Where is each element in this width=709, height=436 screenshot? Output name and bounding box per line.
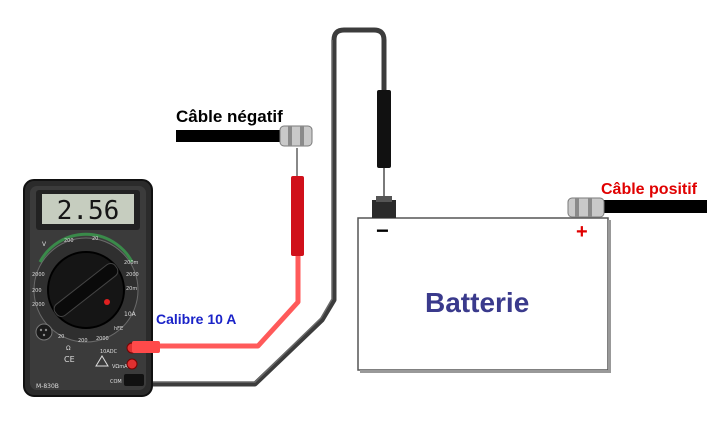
port-label-10adc: 10ADC [100,349,118,355]
negative-cable-clamp-band [288,126,292,146]
lcd-reading: 2.56 [57,196,120,226]
scale-mark-20: 20 [92,236,98,242]
negative-terminal-top [376,196,392,202]
negative-probe-body [377,90,391,168]
scale-mark-v: V [42,241,47,248]
scale-mark-2000-left: 2000 [32,302,45,308]
positive-cable-label: Câble positif [601,181,698,198]
scale-mark-2000: 2000 [32,272,45,278]
positive-probe-body [291,176,304,256]
negative-cable-clamp [279,125,313,147]
red-test-lead [160,256,301,349]
battery-body-shadow [608,220,611,372]
com-test-lead-highlight [150,40,333,383]
model-label: M-830B [36,383,59,390]
scale-mark-ohm: Ω [66,345,71,352]
ce-mark-icon: CE [64,355,75,364]
scale-mark-200-bottom: 200 [78,338,88,344]
scale-mark-20m: 20m [126,286,137,292]
green-scale-band [38,232,134,263]
battery-minus-sign: − [376,218,389,243]
hfe-pin [39,328,43,332]
warning-icon [95,355,109,367]
scale-mark-10a: 10A [124,311,137,318]
selector-indicator-dot [104,299,110,305]
port-label-vomA: VΩmA [112,364,128,370]
battery-plus-sign: + [576,221,588,243]
caliber-label: Calibre 10 A [156,311,236,327]
negative-cable-clamp-band-2 [300,126,304,146]
scale-mark-200-left: 200 [32,288,42,294]
scale-mark-2000-right: 2000 [126,272,139,278]
hfe-pin [44,328,48,332]
scale-mark-20-bottom: 20 [58,334,64,340]
negative-cable [176,130,284,142]
positive-cable-clamp-band-2 [588,198,592,217]
positive-cable-clamp-band [575,198,579,217]
port-vomA[interactable] [126,358,138,370]
battery-body-shadow-bottom [360,370,611,373]
battery-body [357,217,609,371]
multimeter: 2.56 V 200 20 2000 200m 2000 20m 200 200… [23,179,160,397]
rotary-selector-pointer [53,263,119,317]
positive-cable [596,200,707,213]
red-plug [132,341,160,353]
scale-mark-2000-bottom: 2000 [96,336,109,342]
battery-label: Batterie [425,287,529,318]
port-label-com: COM [110,379,122,385]
negative-terminal [372,200,396,218]
hfe-socket [35,323,53,341]
positive-cable-clamp [567,197,605,218]
hfe-pin [42,333,46,337]
com-test-lead [139,27,387,387]
negative-cable-label: Câble négatif [176,107,283,126]
scale-mark-200: 200 [64,238,74,244]
scale-mark-200m: 200m [124,260,139,266]
scale-mark-hfe: hFE [114,326,123,332]
black-plug [124,374,144,386]
lcd-screen [42,194,134,224]
